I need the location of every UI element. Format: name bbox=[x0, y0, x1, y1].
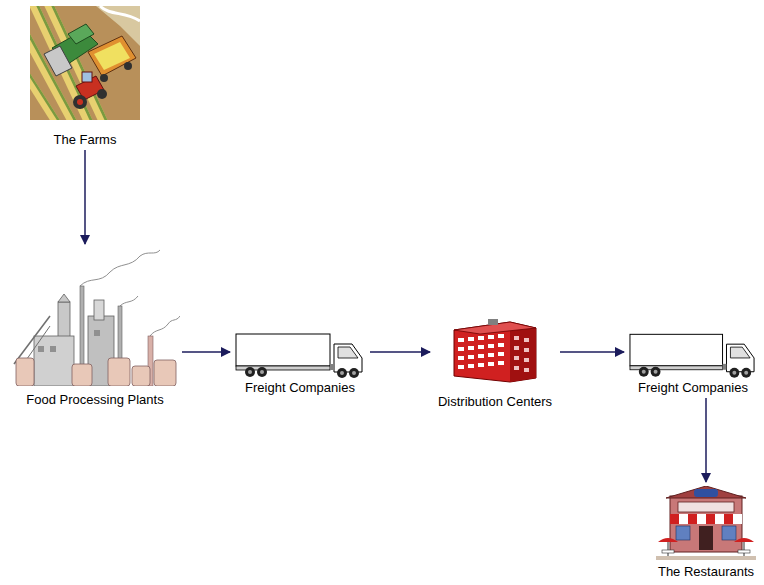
farm-illustration bbox=[30, 6, 140, 120]
node-label: Food Processing Plants bbox=[10, 392, 180, 408]
truck-illustration bbox=[628, 330, 758, 380]
flow-arrow bbox=[560, 351, 624, 353]
node-label: Freight Companies bbox=[626, 380, 760, 396]
truck-illustration bbox=[234, 330, 366, 380]
node-label: Freight Companies bbox=[232, 380, 368, 396]
freight-node: Freight Companies bbox=[232, 328, 368, 396]
flow-arrow bbox=[84, 150, 86, 244]
node-label: The Restaurants bbox=[652, 564, 760, 580]
freight-node: Freight Companies bbox=[626, 328, 760, 396]
distribution-node: Distribution Centers bbox=[432, 314, 558, 410]
farm-node: The Farms bbox=[28, 4, 142, 148]
building-illustration bbox=[450, 316, 540, 384]
factory-node: Food Processing Plants bbox=[10, 246, 180, 408]
restaurant-illustration bbox=[656, 486, 756, 560]
factory-illustration bbox=[10, 246, 180, 386]
flow-arrow bbox=[370, 351, 430, 353]
node-label: Distribution Centers bbox=[432, 394, 558, 410]
restaurant-node: The Restaurants bbox=[652, 484, 760, 580]
node-label: The Farms bbox=[28, 132, 142, 148]
flow-arrow bbox=[182, 351, 230, 353]
flow-arrow bbox=[705, 398, 707, 482]
